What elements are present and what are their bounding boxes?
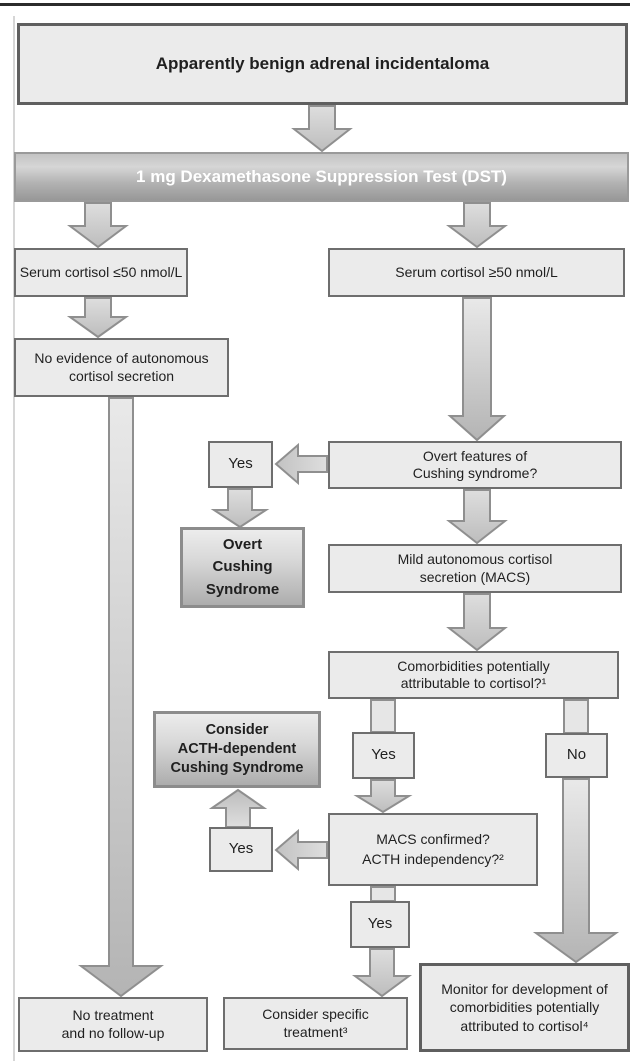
node-yes-acth-dependency: Yes — [209, 827, 273, 872]
node-serum-cortisol-high: Serum cortisol ≥50 nmol/L — [328, 248, 625, 297]
arrow-macs-to-comorbidities-icon — [446, 593, 508, 652]
node-consider-specific-treatment: Consider specific treatment³ — [223, 997, 408, 1050]
arrow-title-to-dst-icon — [291, 105, 353, 153]
arrow-overt-features-to-yes-icon — [274, 442, 328, 486]
arrow-yes-to-consider-acth-icon — [208, 788, 268, 828]
node-no-comorbidities: No — [545, 733, 608, 778]
node-macs: Mild autonomous cortisol secretion (MACS… — [328, 544, 622, 593]
node-yes-overt-features: Yes — [208, 441, 273, 488]
node-yes-comorbidities: Yes — [352, 732, 415, 779]
arrow-yes-to-macs-confirmed-icon — [353, 779, 413, 814]
arrow-serum-high-to-overt-features-icon — [447, 297, 507, 442]
node-serum-cortisol-low: Serum cortisol ≤50 nmol/L — [14, 248, 188, 297]
top-rule — [0, 3, 630, 6]
connector-comorbidities-to-no-icon — [563, 699, 589, 734]
node-macs-confirmed-question: MACS confirmed? ACTH independency?² — [328, 813, 538, 886]
node-title: Apparently benign adrenal incidentaloma — [17, 23, 628, 105]
left-rule — [13, 16, 15, 1061]
node-no-treatment: No treatment and no follow-up — [18, 997, 208, 1052]
node-overt-cushing-syndrome: Overt Cushing Syndrome — [180, 527, 305, 608]
arrow-dst-to-serum-low-icon — [67, 202, 129, 249]
node-dst-test: 1 mg Dexamethasone Suppression Test (DST… — [14, 152, 629, 202]
connector-macs-confirmed-to-yes-icon — [370, 886, 396, 902]
arrow-yes-to-consider-treatment-icon — [351, 948, 413, 998]
arrow-overt-features-to-macs-icon — [446, 489, 508, 545]
node-monitor-comorbidities: Monitor for development of comorbidities… — [419, 963, 630, 1052]
connector-comorbidities-to-yes-icon — [370, 699, 396, 733]
arrow-yes-to-overt-cushing-icon — [210, 488, 270, 529]
arrow-macs-confirmed-to-yes-icon — [274, 828, 328, 872]
node-no-evidence: No evidence of autonomous cortisol secre… — [14, 338, 229, 397]
node-consider-acth-dependent: Consider ACTH-dependent Cushing Syndrome — [153, 711, 321, 788]
arrow-no-to-monitor-icon — [532, 778, 620, 964]
arrow-dst-to-serum-high-icon — [446, 202, 508, 249]
node-yes-macs-confirmed: Yes — [350, 901, 410, 948]
arrow-serum-low-to-no-evidence-icon — [66, 297, 130, 339]
arrow-no-evidence-to-no-treatment-icon — [78, 397, 164, 998]
node-overt-features: Overt features of Cushing syndrome? — [328, 441, 622, 489]
node-comorbidities-question: Comorbidities potentially attributable t… — [328, 651, 619, 699]
